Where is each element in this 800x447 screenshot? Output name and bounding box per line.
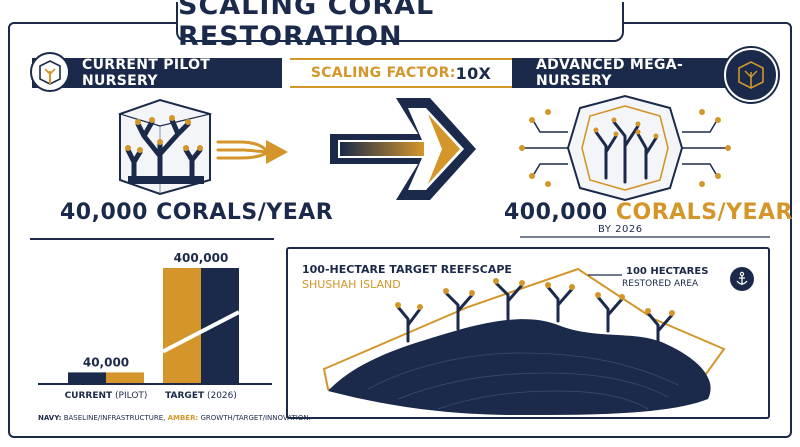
bar-target-left (163, 268, 201, 384)
current-capacity-stat: 40,000 CORALS/YEAR (60, 200, 333, 225)
target-year-note: BY 2026 (598, 224, 643, 235)
scale-arrow-icon (330, 98, 476, 200)
bar-label-current: 40,000 (83, 355, 129, 369)
mega-nursery-icon (724, 48, 778, 102)
growth-slash (162, 310, 240, 354)
callout-restored: RESTORED AREA (622, 279, 699, 289)
banner-current-pilot: CURRENT PILOT NURSERY (32, 57, 282, 89)
title-box: SCALING CORAL RESTORATION (176, 0, 624, 52)
reefscape-map-illustration (322, 267, 726, 415)
color-legend: NAVY: BASELINE/INFRASTRUCTURE, AMBER: GR… (38, 414, 311, 422)
target-capacity-stat: 400,000 CORALS/YEAR (504, 200, 793, 225)
category-label-target: TARGET (2026) (165, 391, 237, 401)
target-capacity-number: 400,000 (504, 200, 608, 225)
target-capacity-unit: CORALS/YEAR (607, 200, 794, 225)
bar-current-left (68, 372, 106, 384)
anchor-icon (730, 267, 754, 291)
current-capacity-unit: CORALS/YEAR (147, 200, 334, 225)
capacity-bar-chart: 40,000 400,000 CURRENT (PILOT) TARGET (2… (38, 251, 272, 401)
banner-scaling-factor: SCALING FACTOR: 10X (290, 58, 512, 88)
scaling-factor-value: 10X (455, 63, 492, 83)
banner-mega-label: ADVANCED MEGA-NURSERY (536, 57, 684, 89)
scaling-factor-label: SCALING FACTOR: (310, 65, 456, 81)
bar-target-right (201, 268, 239, 384)
map-subtitle: SHUSHAH ISLAND (302, 278, 401, 291)
callout-area: 100 HECTARES (626, 266, 709, 277)
banner-mega-nursery: ADVANCED MEGA-NURSERY (512, 57, 750, 89)
bar-current-right (106, 372, 144, 384)
pilot-nursery-illustration (118, 98, 288, 196)
page-title: SCALING CORAL RESTORATION (178, 0, 435, 52)
current-capacity-number: 40,000 (60, 200, 148, 225)
category-label-current: CURRENT (PILOT) (65, 391, 148, 401)
map-title: 100-HECTARE TARGET REEFSCAPE (302, 263, 512, 276)
reefscape-map-panel: 100-HECTARE TARGET REEFSCAPE SHUSHAH ISL… (286, 247, 770, 419)
nursery-cube-icon (30, 52, 70, 92)
section-divider-left (30, 238, 274, 240)
banner-current-label: CURRENT PILOT NURSERY (82, 57, 211, 89)
bar-label-target: 400,000 (174, 251, 229, 265)
mega-nursery-illustration (519, 94, 731, 202)
section-divider-right (520, 236, 770, 238)
